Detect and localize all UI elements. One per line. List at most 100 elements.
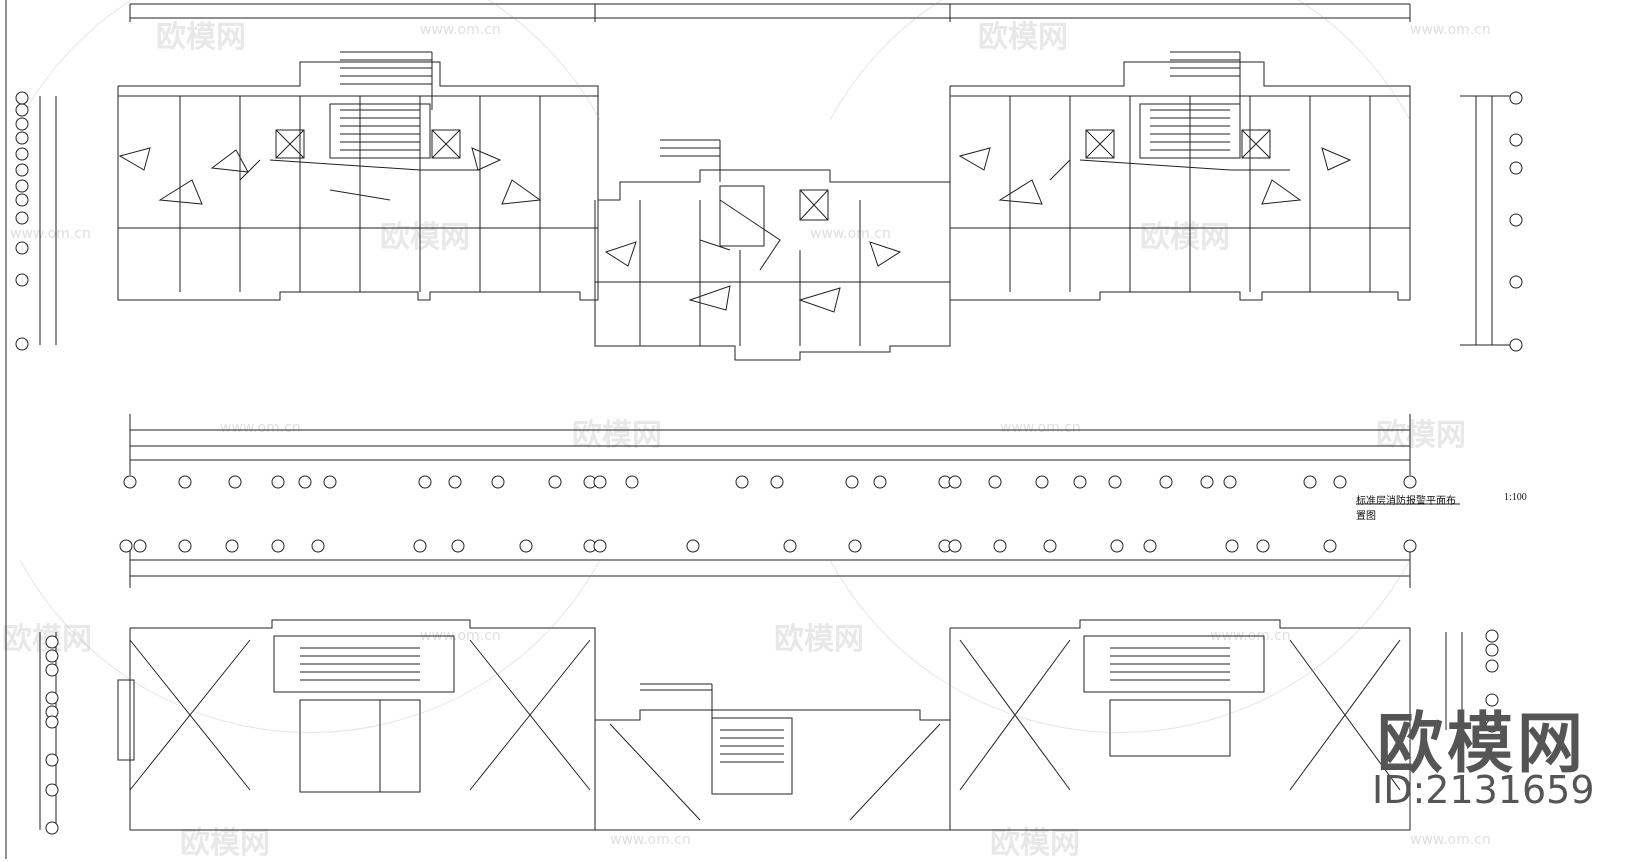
axis-bubble xyxy=(123,475,137,489)
axis-bubble xyxy=(45,691,59,705)
model-id: ID:2131659 xyxy=(1372,768,1595,812)
axis-bubble xyxy=(783,539,797,553)
axis-bubble xyxy=(1509,338,1523,352)
axis-bubble xyxy=(119,539,133,553)
axis-bubble xyxy=(225,539,239,553)
drawing-scale: 1:100 xyxy=(1504,492,1527,503)
left-dimension-chain-top xyxy=(39,96,57,345)
axis-bubble xyxy=(993,539,1007,553)
lower-dimension-chain xyxy=(129,550,1411,588)
axis-bubble xyxy=(1485,659,1499,673)
axis-bubble xyxy=(45,783,59,797)
axis-bubble xyxy=(45,649,59,663)
watermark-url: www.om.cn xyxy=(220,420,301,436)
axis-bubble xyxy=(686,539,700,553)
axis-bubble xyxy=(1143,539,1157,553)
axis-bubble xyxy=(228,475,242,489)
axis-bubble xyxy=(15,337,29,351)
axis-bubble xyxy=(848,539,862,553)
axis-bubble xyxy=(311,539,325,553)
axis-bubble xyxy=(178,539,192,553)
axis-bubble xyxy=(735,475,749,489)
axis-bubble xyxy=(133,539,147,553)
right-dimension-chain-bottom xyxy=(1445,632,1463,730)
bottom-left-wing xyxy=(117,619,596,831)
watermark-url: www.om.cn xyxy=(610,832,691,848)
axis-bubble xyxy=(15,179,29,193)
axis-bubble xyxy=(1256,539,1270,553)
axis-bubble xyxy=(548,475,562,489)
watermark-url: www.om.cn xyxy=(810,226,891,242)
axis-bubble xyxy=(519,539,533,553)
watermark: 欧模网 xyxy=(156,20,246,55)
axis-bubble xyxy=(15,131,29,145)
axis-bubble xyxy=(1403,475,1417,489)
axis-bubble xyxy=(15,211,29,225)
watermark: 欧模网 xyxy=(380,220,470,255)
axis-bubble xyxy=(593,475,607,489)
axis-bubble xyxy=(1509,275,1523,289)
axis-bubble xyxy=(988,475,1002,489)
watermark-url: www.om.cn xyxy=(1000,420,1081,436)
axis-bubble xyxy=(1333,475,1347,489)
axis-bubble xyxy=(178,475,192,489)
axis-bubble xyxy=(1073,475,1087,489)
axis-bubble xyxy=(1403,539,1417,553)
top-right-wing xyxy=(949,61,1411,301)
axis-bubble xyxy=(1485,719,1499,733)
axis-bubble xyxy=(948,475,962,489)
axis-bubble xyxy=(15,147,29,161)
bottom-right-wing xyxy=(949,619,1411,831)
axis-bubble xyxy=(448,475,462,489)
watermark: 欧模网 xyxy=(1140,220,1230,255)
top-center-wing xyxy=(594,169,951,361)
wiring-legend-top xyxy=(340,51,1241,182)
middle-dimension-chain xyxy=(129,414,1460,505)
watermark-url: www.om.cn xyxy=(1410,832,1491,848)
axis-bubble xyxy=(15,117,29,131)
right-dimension-chain-top xyxy=(1460,95,1510,346)
top-left-wing xyxy=(117,61,599,301)
axis-bubble xyxy=(15,91,29,105)
axis-bubble xyxy=(451,539,465,553)
axis-bubble xyxy=(418,475,432,489)
watermark: 欧模网 xyxy=(990,826,1080,861)
axis-bubble xyxy=(845,475,859,489)
axis-bubble xyxy=(873,475,887,489)
axis-bubble xyxy=(1509,91,1523,105)
watermark: 欧模网 xyxy=(572,418,662,453)
watermark-url: www.om.cn xyxy=(10,226,91,242)
drawing-title: 标准层消防报警平面布置图 xyxy=(1356,496,1456,522)
axis-bubble xyxy=(45,663,59,677)
axis-bubble xyxy=(15,241,29,255)
axis-bubble xyxy=(1509,213,1523,227)
axis-bubble xyxy=(1223,475,1237,489)
axis-bubble xyxy=(1485,693,1499,707)
axis-bubble xyxy=(1110,539,1124,553)
axis-bubble xyxy=(1159,475,1173,489)
axis-bubble xyxy=(1509,161,1523,175)
axis-bubble xyxy=(625,475,639,489)
axis-bubble xyxy=(1200,475,1214,489)
axis-bubble xyxy=(1303,475,1317,489)
axis-bubble xyxy=(271,475,285,489)
axis-bubble xyxy=(298,475,312,489)
watermark: 欧模网 xyxy=(978,20,1068,55)
axis-bubble xyxy=(15,103,29,117)
axis-bubble xyxy=(593,539,607,553)
watermark-url: www.om.cn xyxy=(420,22,501,38)
watermark: 欧模网 xyxy=(180,826,270,861)
axis-bubble xyxy=(1225,539,1239,553)
axis-bubble xyxy=(1108,475,1122,489)
axis-bubble xyxy=(948,539,962,553)
watermark: 欧模网 xyxy=(774,622,864,657)
axis-bubble xyxy=(45,715,59,729)
axis-bubble xyxy=(1485,643,1499,657)
brand-logo-text: 欧模网 xyxy=(1377,705,1587,782)
axis-bubble xyxy=(271,539,285,553)
axis-bubble xyxy=(15,273,29,287)
axis-bubble xyxy=(45,753,59,767)
watermark-url: www.om.cn xyxy=(420,628,501,644)
axis-bubble xyxy=(413,539,427,553)
